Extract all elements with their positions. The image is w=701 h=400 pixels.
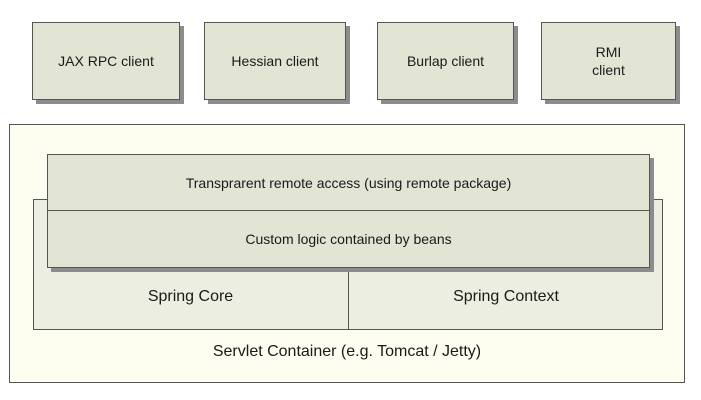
- client-label-rmi-line2: client: [592, 62, 625, 78]
- client-label-hessian: Hessian client: [231, 53, 319, 69]
- custom-logic-layer: Custom logic contained by beans: [47, 210, 650, 268]
- client-box-burlap: Burlap client: [377, 22, 514, 100]
- spring-context-label: Spring Context: [453, 288, 559, 305]
- remote-access-label: Transprarent remote access (using remote…: [185, 174, 512, 191]
- client-label-jax-rpc: JAX RPC client: [58, 53, 154, 69]
- client-label-rmi-line1: RMI: [595, 44, 622, 60]
- client-label-burlap: Burlap client: [406, 53, 485, 69]
- spring-divider: [348, 268, 349, 330]
- custom-logic-label: Custom logic contained by beans: [245, 231, 452, 247]
- client-box-hessian: Hessian client: [204, 22, 346, 100]
- servlet-container-label: Servlet Container (e.g. Tomcat / Jetty): [212, 343, 482, 360]
- client-box-jax-rpc: JAX RPC client: [32, 22, 180, 100]
- remote-access-layer: Transprarent remote access (using remote…: [47, 154, 650, 211]
- spring-core-label: Spring Core: [147, 288, 234, 305]
- client-box-rmi: RMI client: [541, 22, 676, 100]
